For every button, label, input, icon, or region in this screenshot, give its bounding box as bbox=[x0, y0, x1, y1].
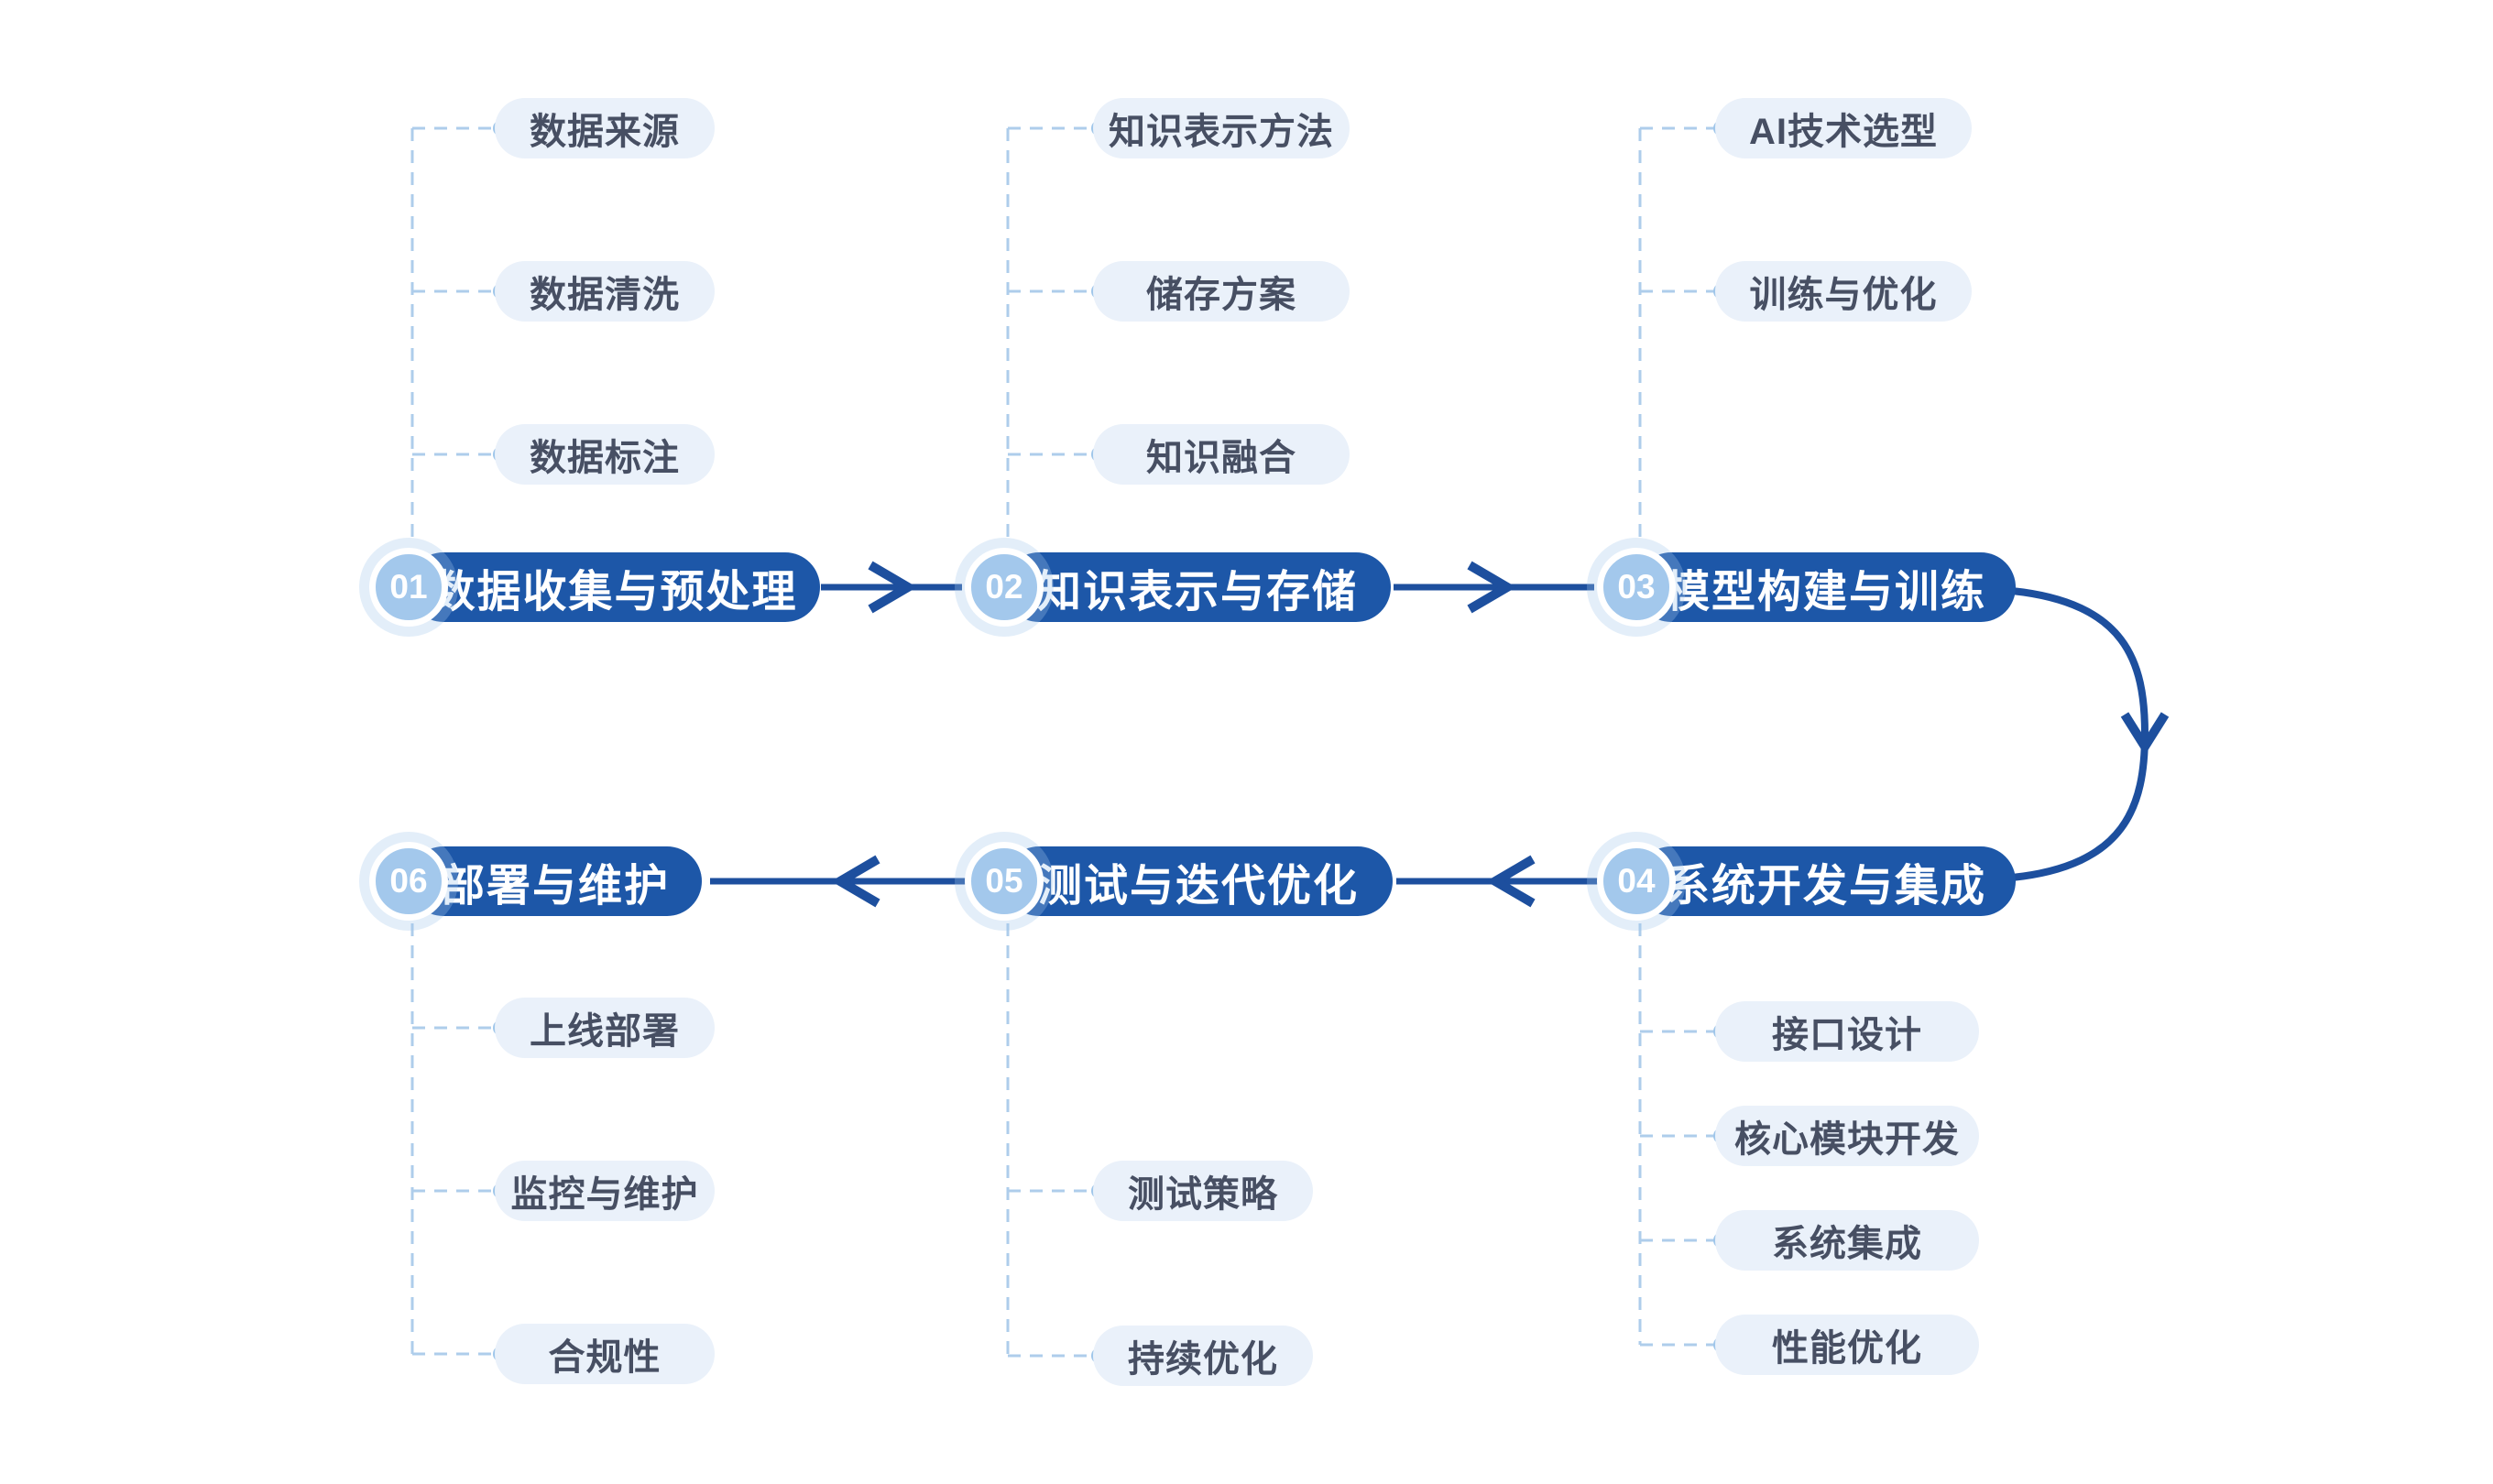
sub-item-pill: 知识表示方法 bbox=[1093, 98, 1350, 158]
arrowhead-right-icon bbox=[1467, 561, 1516, 614]
stage-number: 03 bbox=[1617, 568, 1656, 606]
stage-label: 模型构建与训练 bbox=[1665, 568, 1986, 617]
stage-label: 部署与维护 bbox=[440, 862, 670, 911]
arrow-04-to-05 bbox=[1396, 855, 1611, 908]
stage-label: 数据收集与预处理 bbox=[431, 568, 798, 617]
stage-label: 测试与迭代优化 bbox=[1037, 862, 1359, 911]
sub-item-pill: 储存方案 bbox=[1093, 261, 1350, 322]
sub-item-pill: 数据清洗 bbox=[495, 261, 715, 322]
dashed-trunks-top bbox=[410, 128, 1642, 1356]
stage-number: 06 bbox=[389, 862, 428, 900]
stage-node-05: 05 测试与迭代优化 bbox=[965, 842, 1393, 921]
stage-pill: 系统开发与集成 bbox=[1636, 846, 2016, 916]
stage-number: 04 bbox=[1617, 862, 1656, 900]
sub-item-pill: 系统集成 bbox=[1715, 1210, 1979, 1271]
sub-item-pill: 测试策略 bbox=[1093, 1161, 1313, 1221]
stage-node-04: 04 系统开发与集成 bbox=[1597, 842, 2016, 921]
sub-item-pill: 持续优化 bbox=[1093, 1326, 1313, 1386]
curve-line bbox=[2011, 587, 2149, 881]
arrow-05-to-06 bbox=[710, 855, 979, 908]
stage-number-badge: 01 bbox=[369, 548, 448, 627]
arrowhead-down-icon bbox=[2120, 712, 2170, 756]
stage-number-badge: 06 bbox=[369, 842, 448, 921]
stage-pill: 数据收集与预处理 bbox=[409, 552, 820, 622]
stage-node-03: 03 模型构建与训练 bbox=[1597, 548, 2016, 627]
sub-item-pill: 接口设计 bbox=[1715, 1001, 1979, 1062]
stage-pill: 模型构建与训练 bbox=[1636, 552, 2016, 622]
stage-number: 02 bbox=[985, 568, 1023, 606]
sub-item-pill: 合规性 bbox=[495, 1324, 715, 1384]
stage-node-02: 02 知识表示与存储 bbox=[965, 548, 1391, 627]
stage-node-06: 06 部署与维护 bbox=[369, 842, 702, 921]
sub-item-pill: 监控与维护 bbox=[495, 1161, 715, 1221]
sub-item-pill: 上线部署 bbox=[495, 998, 715, 1058]
arrowhead-left-icon bbox=[1486, 855, 1536, 908]
dashed-branches bbox=[412, 126, 1719, 1358]
stage-number: 05 bbox=[985, 862, 1023, 900]
stage-pill: 知识表示与存储 bbox=[1004, 552, 1391, 622]
stage-node-01: 01 数据收集与预处理 bbox=[369, 548, 820, 627]
stage-number: 01 bbox=[389, 568, 428, 606]
sub-item-pill: AI技术选型 bbox=[1715, 98, 1972, 158]
sub-item-pill: 性能优化 bbox=[1715, 1315, 1979, 1375]
sub-item-pill: 数据标注 bbox=[495, 424, 715, 485]
sub-item-pill: 训练与优化 bbox=[1715, 261, 1972, 322]
arrow-01-to-02 bbox=[821, 561, 962, 614]
stage-label: 系统开发与集成 bbox=[1665, 862, 1986, 911]
sub-item-pill: 核心模块开发 bbox=[1715, 1106, 1979, 1166]
stage-number-badge: 03 bbox=[1597, 548, 1676, 627]
stage-label: 知识表示与存储 bbox=[1036, 568, 1358, 617]
arrowhead-left-icon bbox=[831, 855, 880, 908]
arrowhead-right-icon bbox=[868, 561, 917, 614]
sub-item-pill: 数据来源 bbox=[495, 98, 715, 158]
stage-number-badge: 04 bbox=[1597, 842, 1676, 921]
stage-pill: 测试与迭代优化 bbox=[1004, 846, 1393, 916]
arrow-02-to-03 bbox=[1394, 561, 1594, 614]
sub-item-pill: 知识融合 bbox=[1093, 424, 1350, 485]
stage-number-badge: 02 bbox=[965, 548, 1044, 627]
stage-number-badge: 05 bbox=[965, 842, 1044, 921]
curve-03-to-04 bbox=[2011, 587, 2170, 881]
stage-pill: 部署与维护 bbox=[409, 846, 702, 916]
